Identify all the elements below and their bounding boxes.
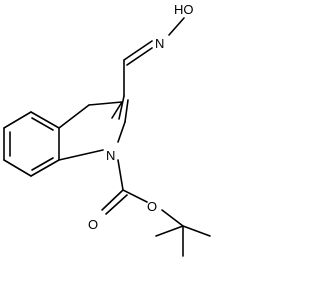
oxime-nitrogen-label: N <box>155 36 164 51</box>
bond <box>155 225 184 237</box>
bond <box>88 101 123 106</box>
double-bond <box>123 40 153 61</box>
bond <box>117 159 124 191</box>
bond <box>124 99 129 123</box>
bond <box>30 159 60 177</box>
double-bond <box>105 194 128 215</box>
double-bond-inner <box>31 117 54 131</box>
structure-diagram: HO N N O O <box>3 2 211 257</box>
molecule-drawing: HO N N O O <box>3 2 211 257</box>
double-bond <box>126 47 153 66</box>
bond <box>30 111 60 129</box>
bond <box>122 189 148 203</box>
carbonyl-oxygen-label: O <box>88 217 98 232</box>
bond <box>3 159 32 177</box>
double-bond <box>101 189 124 211</box>
bond <box>168 17 185 36</box>
bond <box>111 101 123 119</box>
bond <box>58 149 104 161</box>
ester-oxygen-label: O <box>147 199 157 214</box>
bond <box>118 95 125 120</box>
bond <box>3 111 32 129</box>
bond <box>182 225 211 237</box>
bond <box>58 104 90 129</box>
bond <box>117 121 126 143</box>
hydroxyl-label: HO <box>174 2 194 17</box>
ring-nitrogen-label: N <box>106 148 115 163</box>
double-bond-inner <box>31 157 54 171</box>
bond <box>161 209 184 227</box>
